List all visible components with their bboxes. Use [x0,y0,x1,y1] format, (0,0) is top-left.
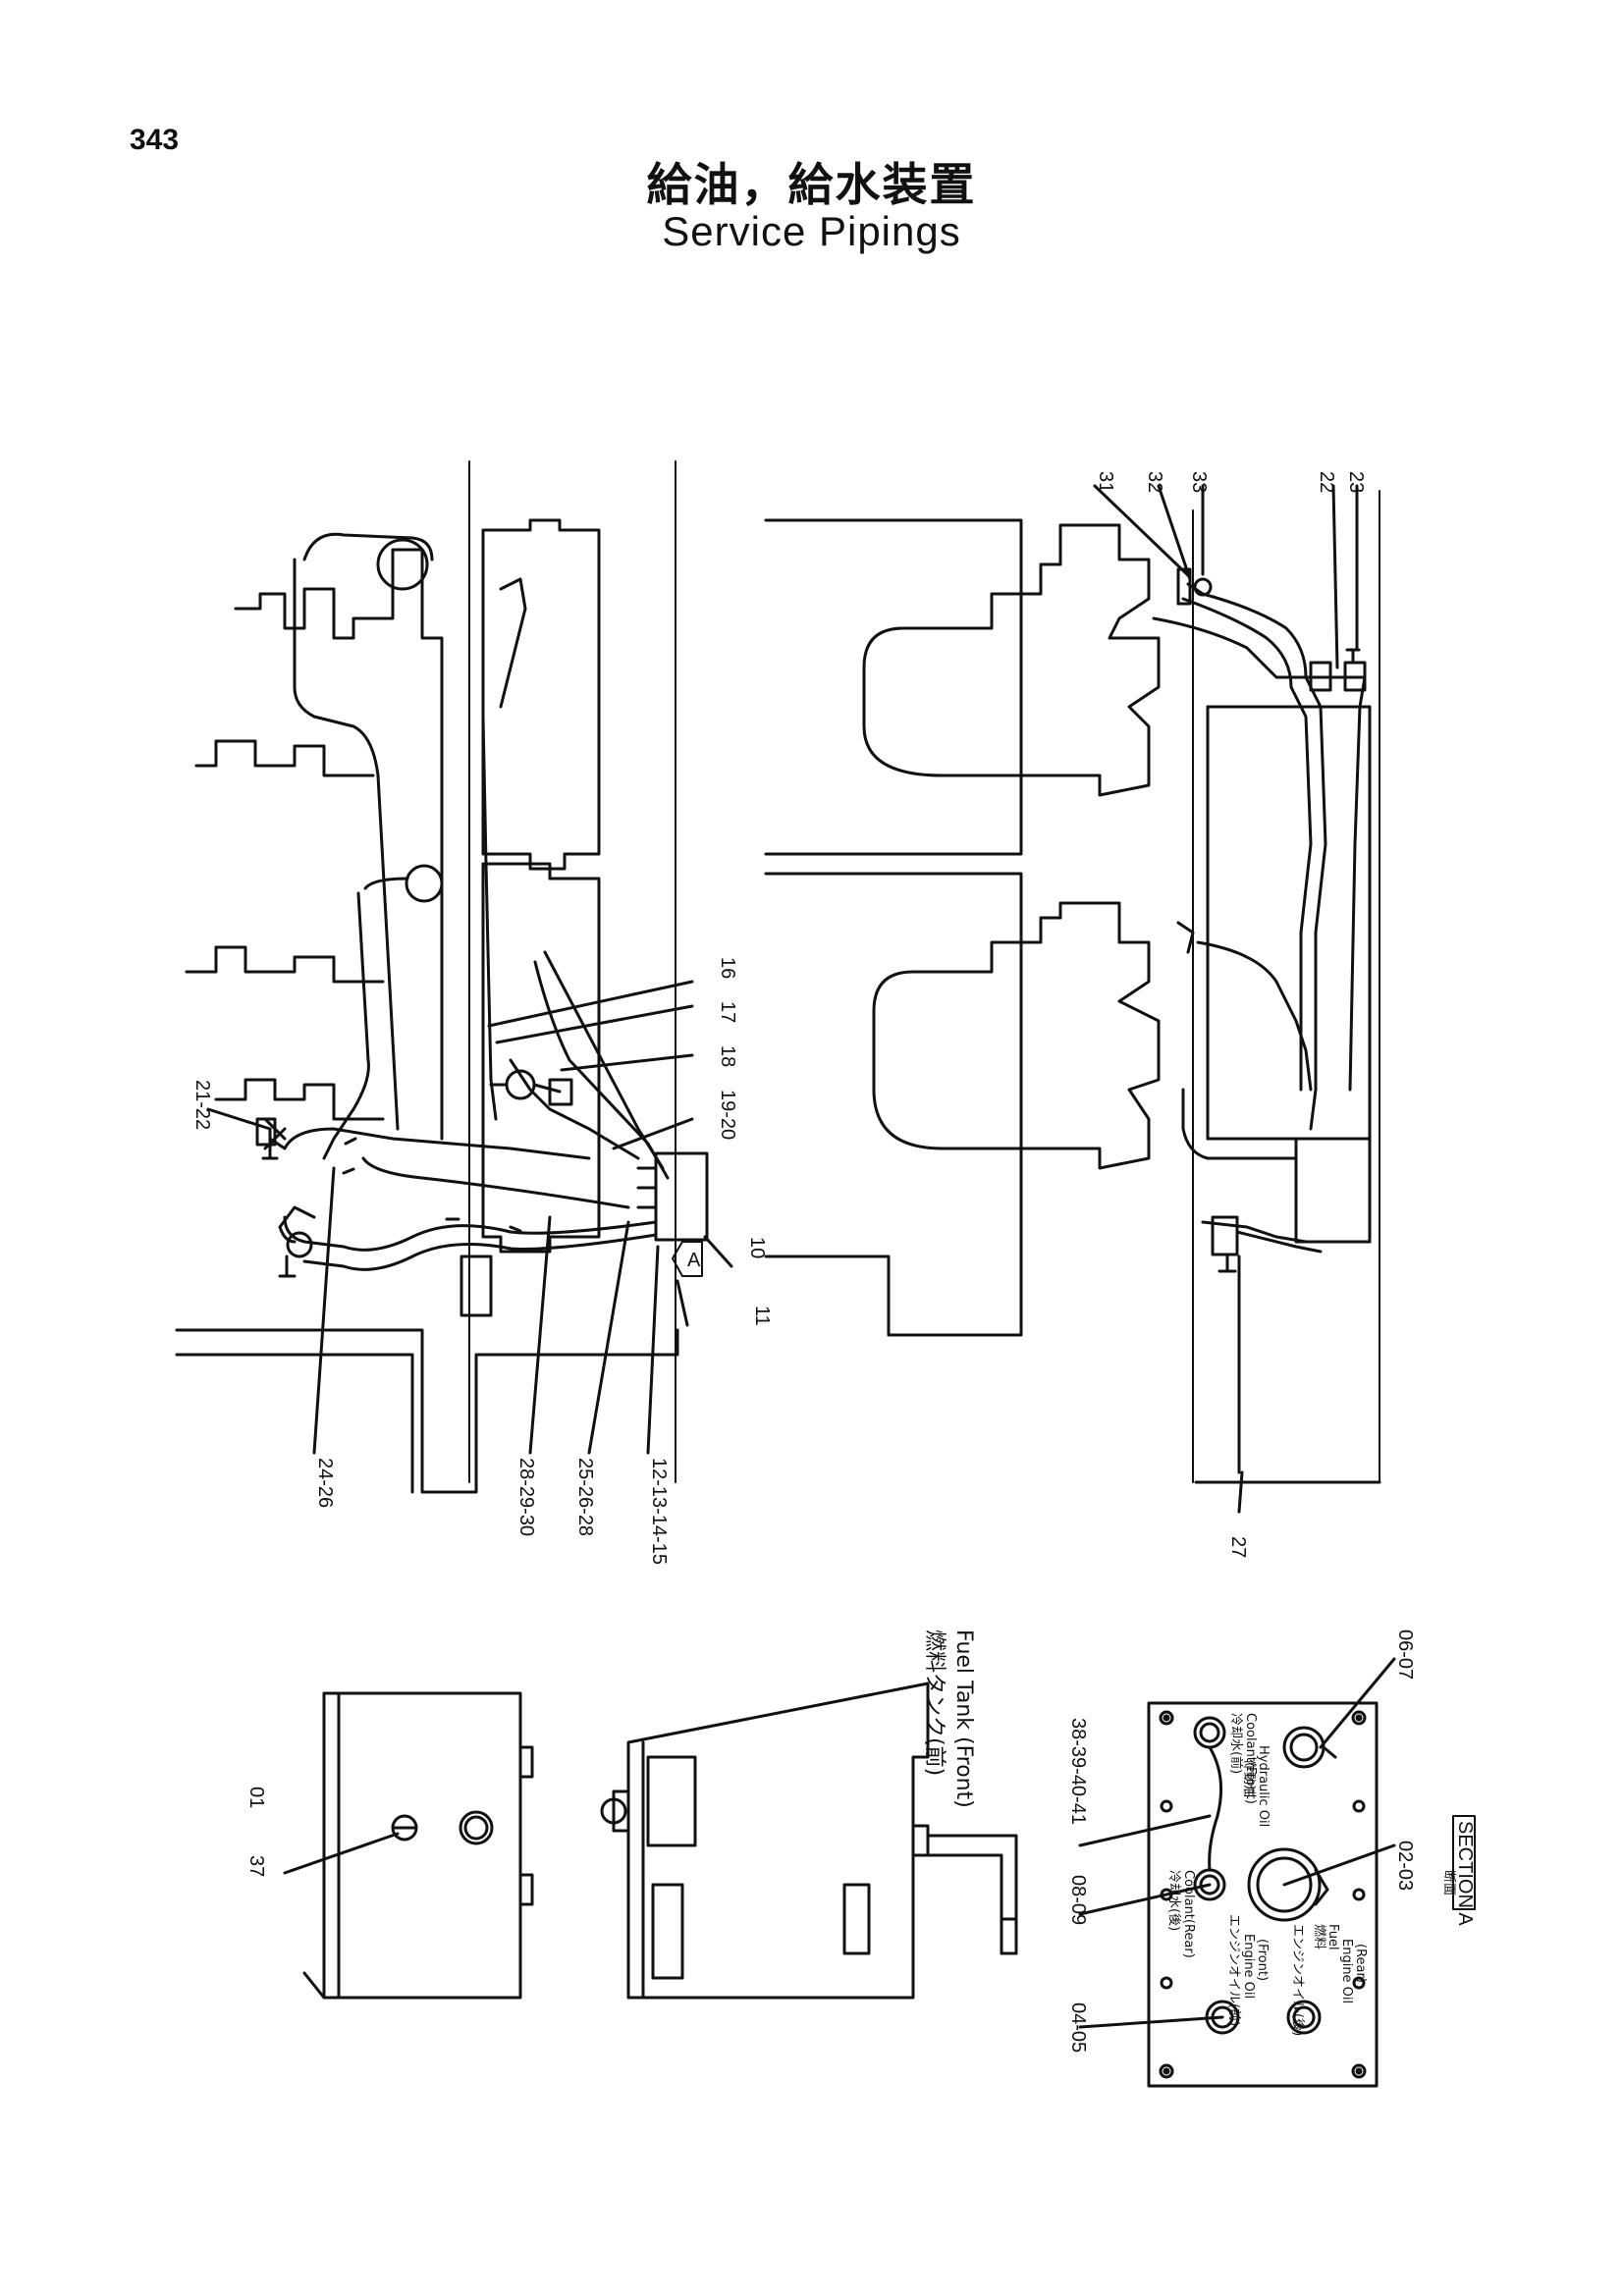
callout-27: 27 [1227,1536,1249,1558]
coolant-rear-label-ja: 冷却水(後) [1166,1870,1181,1931]
callout-16: 16 [717,957,738,979]
page-number: 343 [130,124,180,156]
callout-23: 23 [1345,471,1367,493]
callout-25-26-28: 25-26-28 [574,1458,596,1536]
callout-24-26: 24-26 [314,1458,336,1508]
callout-28-29-30: 28-29-30 [515,1458,537,1536]
engine-oil-front-label-en2: (Front) [1255,1939,1270,1981]
callout-31: 31 [1095,471,1116,493]
callout-08-09: 08-09 [1067,1875,1089,1925]
callout-37: 37 [245,1855,267,1877]
page-title-english: Service Pipings [662,208,961,254]
page-title-japanese: 給油，給水装置 [646,158,977,211]
coolant-front-label-ja: 冷却水(前) [1228,1713,1244,1774]
left-side-view [175,460,733,1494]
callout-04-05: 04-05 [1067,2002,1089,2053]
section-a-label: SECTION A [1454,1821,1476,1926]
callout-33: 33 [1188,471,1210,493]
fuel-tank-label-en: Fuel Tank (Front) [951,1629,976,1808]
callout-06-07: 06-07 [1394,1629,1416,1680]
engine-oil-front-label-ja: エンジンオイル(前) [1226,1914,1242,2026]
hydraulic-oil-label-ja: 作動油 [1241,1759,1256,1797]
fuel-tank-views [283,1682,1018,2000]
callout-21-22: 21-22 [191,1080,213,1130]
callout-18: 18 [717,1045,738,1067]
coolant-front-label-en: Coolant(Front) [1243,1713,1258,1804]
fuel-label-ja: 燃料 [1312,1924,1327,1949]
hydraulic-oil-label-en: Hydraulic Oil [1256,1745,1271,1827]
right-top-view [764,484,1381,1514]
callout-11: 11 [751,1306,773,1326]
engine-oil-rear-label-en1: Engine Oil [1339,1939,1354,2003]
section-label-ja: 断面 [1441,1870,1456,1896]
engine-oil-front-label-en1: Engine Oil [1241,1934,1256,1999]
callout-01: 01 [245,1787,267,1808]
callout-A: A [687,1250,701,1271]
callout-38-39-40-41: 38-39-40-41 [1067,1718,1089,1825]
callout-19-20: 19-20 [717,1090,738,1140]
engine-oil-rear-label-ja: エンジンオイル(後) [1290,1924,1305,2036]
callout-10: 10 [746,1237,768,1258]
fuel-label-en: Fuel [1325,1924,1340,1950]
callout-32: 32 [1144,471,1165,493]
coolant-rear-label-en: Coolant(Rear) [1181,1870,1196,1958]
fuel-tank-label-ja: 燃料タンク(前) [922,1629,947,1776]
callout-22: 22 [1316,471,1337,493]
callout-12-13-14-15: 12-13-14-15 [648,1458,670,1565]
callout-02-03: 02-03 [1394,1841,1416,1891]
service-panel [1078,1657,1476,2088]
engine-oil-rear-label-en2: (Rear) [1353,1944,1368,1983]
callout-17: 17 [717,1001,738,1023]
